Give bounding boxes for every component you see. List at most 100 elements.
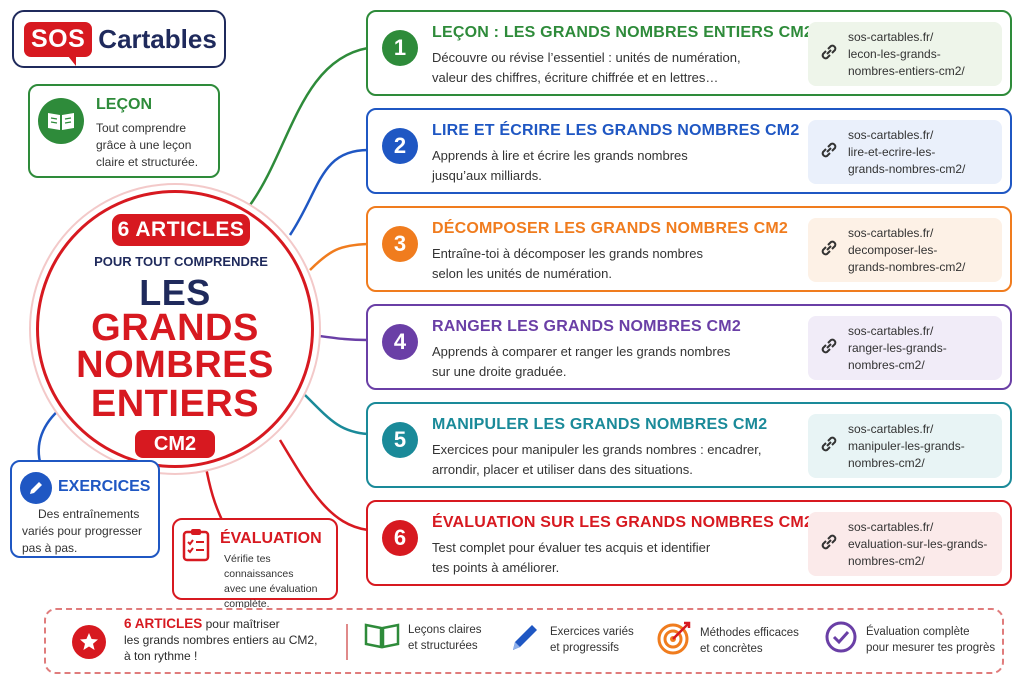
article-description: Découvre ou révise l’essentiel : unités … (432, 48, 792, 88)
article-description: Apprends à comparer et ranger les grands… (432, 342, 792, 382)
exercices-box: EXERCICES Des entraînements variés pour … (10, 460, 160, 558)
article-title[interactable]: LIRE ET ÉCRIRE LES GRANDS NOMBRES CM2 (432, 122, 800, 139)
article-url-line: lire-et-ecrire-les- (848, 144, 936, 159)
link-icon (818, 531, 840, 558)
book-icon (38, 98, 84, 144)
article-url-line: lecon-les-grands- (848, 46, 941, 61)
lecon-text-line: claire et structurée. (96, 155, 199, 169)
article-url[interactable]: sos-cartables.fr/manipuler-les-grands-no… (848, 421, 965, 472)
link-icon (818, 335, 840, 362)
article-url-line: sos-cartables.fr/ (848, 323, 934, 338)
article-title[interactable]: MANIPULER LES GRANDS NOMBRES CM2 (432, 416, 768, 433)
article-number: 6 (382, 520, 418, 556)
link-icon (818, 237, 840, 264)
article-url[interactable]: sos-cartables.fr/ranger-les-grands-nombr… (848, 323, 947, 374)
feature-line: pour mesurer tes progrès (866, 641, 996, 654)
feature-line: Méthodes efficaces (700, 626, 799, 639)
feature-line: et concrètes (700, 642, 763, 655)
article-description: Apprends à lire et écrire les grands nom… (432, 146, 792, 186)
article-description-line: Apprends à lire et écrire les grands nom… (432, 148, 688, 163)
exercices-text-line: variés pour progresser (22, 524, 143, 538)
article-url[interactable]: sos-cartables.fr/lecon-les-grands-nombre… (848, 29, 965, 80)
evaluation-title: ÉVALUATION (220, 530, 322, 547)
article-description-line: Test complet pour évaluer tes acquis et … (432, 540, 711, 555)
article-link[interactable]: sos-cartables.fr/lecon-les-grands-nombre… (808, 22, 1002, 86)
exercices-text-line: Des entraînements (38, 507, 140, 521)
center-title-entiers: ENTIERS (90, 383, 260, 425)
feature-line: et structurées (408, 639, 478, 652)
article-url[interactable]: sos-cartables.fr/lire-et-ecrire-les-gran… (848, 127, 965, 178)
center-title-nombres: NOMBRES (76, 344, 274, 386)
lecon-title: LEÇON (96, 96, 152, 113)
exercices-text-line: pas à pas. (22, 541, 78, 555)
exercices-text: Des entraînements variés pour progresser… (22, 506, 162, 557)
article-url[interactable]: sos-cartables.fr/evaluation-sur-les-gran… (848, 519, 987, 570)
sos-cartables-logo[interactable]: SOS Cartables (12, 10, 226, 68)
article-title[interactable]: RANGER LES GRANDS NOMBRES CM2 (432, 318, 741, 335)
evaluation-text-line: avec une évaluation (224, 583, 318, 595)
feature-methodes: Méthodes efficaces et concrètes (656, 620, 799, 661)
banner-lead-bold: 6 ARTICLES (124, 616, 203, 631)
logo-cartables: Cartables (98, 23, 217, 54)
evaluation-text-line: Vérifie tes connaissances (224, 553, 294, 580)
article-title[interactable]: ÉVALUATION SUR LES GRANDS NOMBRES CM2 (432, 514, 814, 531)
article-description: Test complet pour évaluer tes acquis et … (432, 538, 792, 578)
banner-lead-line3: à ton rythme ! (124, 649, 198, 663)
link-icon (818, 433, 840, 460)
article-description: Entraîne-toi à décomposer les grands nom… (432, 244, 792, 284)
article-link[interactable]: sos-cartables.fr/ranger-les-grands-nombr… (808, 316, 1002, 380)
article-link[interactable]: sos-cartables.fr/manipuler-les-grands-no… (808, 414, 1002, 478)
article-description-line: sur une droite graduée. (432, 364, 567, 379)
article-link[interactable]: sos-cartables.fr/evaluation-sur-les-gran… (808, 512, 1002, 576)
article-link[interactable]: sos-cartables.fr/decomposer-les-grands-n… (808, 218, 1002, 282)
article-number: 1 (382, 30, 418, 66)
evaluation-text-line: complète. (224, 598, 270, 610)
article-url-line: sos-cartables.fr/ (848, 127, 934, 142)
articles-badge: 6 ARTICLES (112, 214, 250, 246)
banner-lead-line1: 6 ARTICLES pour maîtriser (124, 616, 344, 632)
article-url-line: sos-cartables.fr/ (848, 29, 934, 44)
article-description-line: Entraîne-toi à décomposer les grands nom… (432, 246, 703, 261)
article-description-line: jusqu’aux milliards. (432, 168, 542, 183)
lecon-text: Tout comprendre grâce à une leçon claire… (96, 120, 218, 171)
book-icon (364, 620, 400, 655)
article-title[interactable]: LEÇON : LES GRANDS NOMBRES ENTIERS CM2 (432, 24, 813, 41)
link-icon (818, 41, 840, 68)
feature-line: Leçons claires (408, 623, 482, 636)
article-number: 3 (382, 226, 418, 262)
feature-line: Évaluation complète (866, 625, 970, 638)
logo-sos: SOS (24, 21, 93, 66)
center-subtitle: POUR TOUT COMPRENDRE (94, 254, 268, 269)
lecon-text-line: grâce à une leçon (96, 138, 192, 152)
article-number: 4 (382, 324, 418, 360)
evaluation-box: ÉVALUATION Vérifie tes connaissances ave… (172, 518, 338, 610)
article-url-line: sos-cartables.fr/ (848, 421, 934, 436)
banner-divider (346, 624, 348, 660)
article-url-line: manipuler-les-grands- (848, 438, 965, 453)
article-description-line: selon les unités de numération. (432, 266, 612, 281)
article-url-line: evaluation-sur-les-grands- (848, 536, 988, 551)
article-description-line: Apprends à comparer et ranger les grands… (432, 344, 731, 359)
article-description-line: tes points à améliorer. (432, 560, 560, 575)
article-url-line: nombres-cm2/ (848, 455, 925, 470)
bottom-banner: 6 ARTICLES pour maîtriser les grands nom… (44, 608, 1004, 674)
article-title[interactable]: DÉCOMPOSER LES GRANDS NOMBRES CM2 (432, 220, 788, 237)
lecon-text-line: Tout comprendre (96, 121, 187, 135)
target-icon (656, 620, 692, 661)
article-link[interactable]: sos-cartables.fr/lire-et-ecrire-les-gran… (808, 120, 1002, 184)
article-url-line: nombres-cm2/ (848, 357, 925, 372)
feature-evaluation: Évaluation complète pour mesurer tes prog… (824, 620, 995, 659)
feature-line: Exercices variés (550, 625, 634, 638)
feature-line: et progressifs (550, 641, 620, 654)
clipboard-check-icon (182, 528, 210, 567)
article-description-line: Découvre ou révise l’essentiel : unités … (432, 50, 741, 65)
center-title-grands: GRANDS (91, 307, 259, 349)
article-url[interactable]: sos-cartables.fr/decomposer-les-grands-n… (848, 225, 965, 276)
